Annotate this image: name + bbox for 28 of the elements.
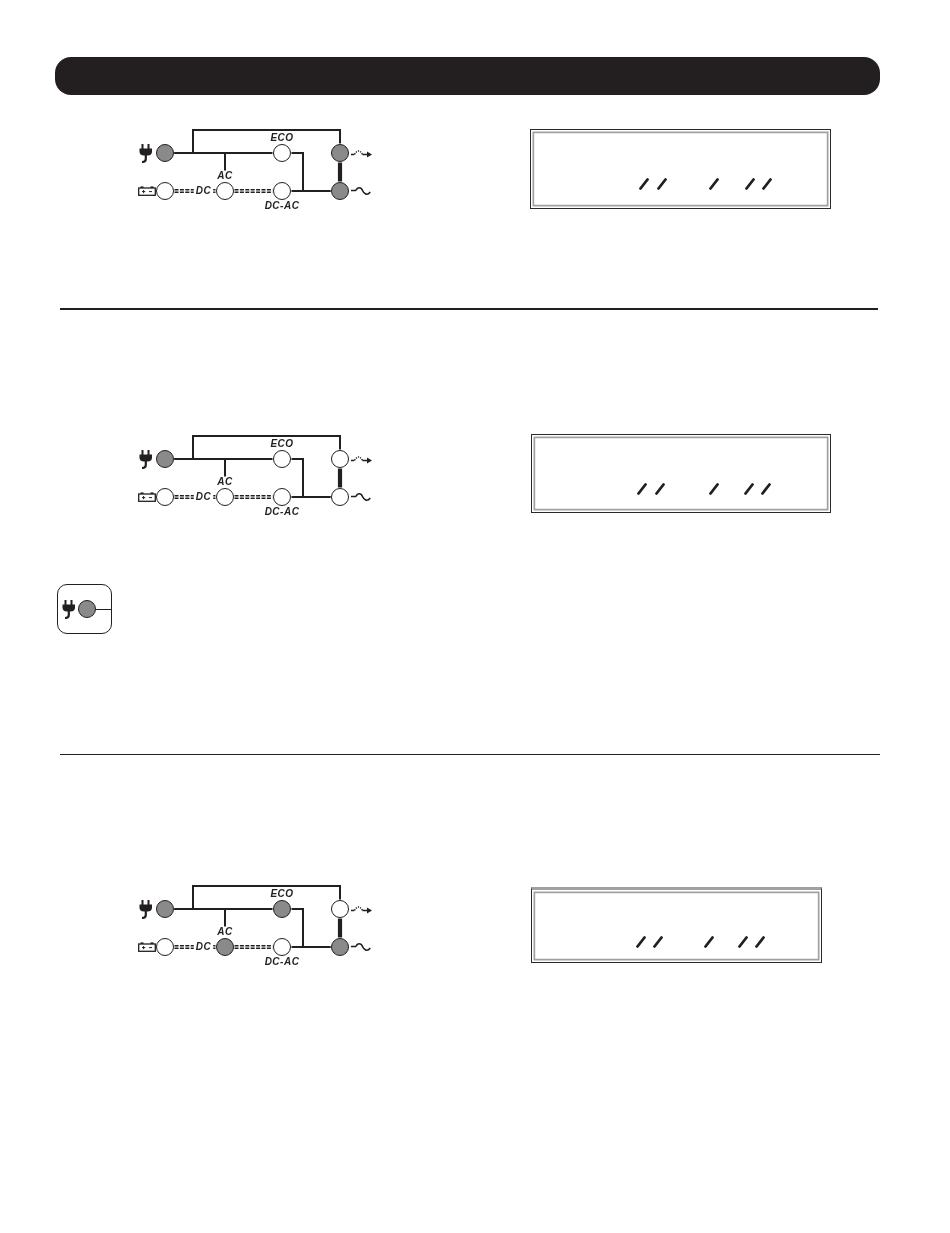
connector-line	[233, 945, 274, 949]
connector-line	[337, 918, 343, 938]
connector-line	[233, 189, 274, 193]
indicator-tile	[57, 584, 112, 634]
connector-line	[173, 458, 226, 478]
lamp-label: AC	[217, 170, 233, 181]
connector-line	[173, 945, 217, 949]
connector-line	[290, 946, 332, 948]
edge-label: DC	[194, 942, 213, 952]
edge-label: DC	[194, 492, 213, 502]
connector-line	[337, 162, 343, 182]
lamp-label: DC-AC	[264, 506, 300, 517]
connector-line	[290, 190, 332, 192]
connector-line	[290, 496, 332, 498]
lamp-label: ECO	[270, 132, 294, 143]
connector-line	[173, 189, 217, 193]
lamp-label: ECO	[270, 438, 294, 449]
lamp-label: AC	[217, 926, 233, 937]
edge-label: DC	[194, 186, 213, 196]
lamp-label: ECO	[270, 888, 294, 899]
connector-line	[173, 152, 226, 172]
connector-line	[173, 495, 217, 499]
connector-line	[233, 495, 274, 499]
lamp-label: DC-AC	[264, 200, 300, 211]
connector-line	[337, 468, 343, 488]
connector-line	[173, 908, 226, 928]
lamp-label: DC-AC	[264, 956, 300, 967]
lamp-label: AC	[217, 476, 233, 487]
